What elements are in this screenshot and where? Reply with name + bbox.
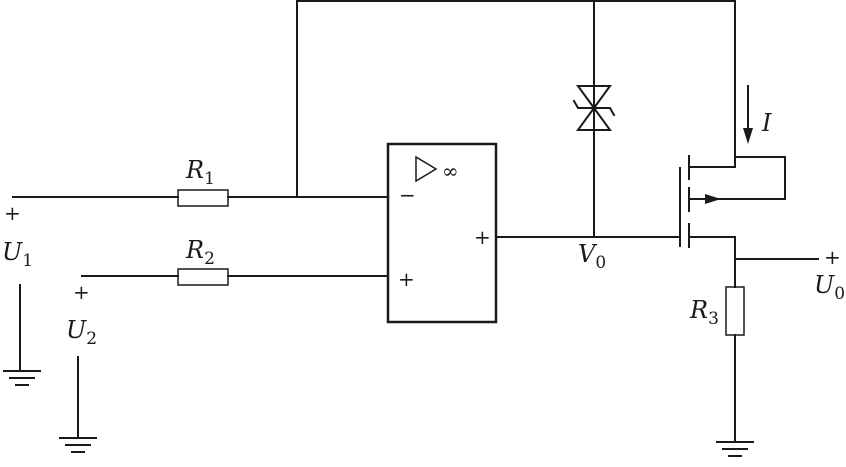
opamp-gain-label: ∞	[442, 159, 459, 183]
resistor-r1	[177, 189, 229, 207]
r2-label: R2	[185, 236, 215, 269]
u1-polarity-label: +	[4, 201, 21, 225]
ground-r3-icon	[716, 441, 754, 457]
opamp-output-label: +	[474, 225, 491, 249]
zener-diode-icon	[572, 0, 616, 238]
current-arrow-icon	[743, 85, 753, 144]
ground-u2-icon	[59, 356, 97, 453]
opamp-triangle-icon	[415, 155, 438, 183]
u0-polarity-label: +	[824, 245, 841, 269]
opamp-noninverting-label: +	[398, 267, 415, 291]
r3-label: R3	[689, 296, 719, 329]
r1-label: R1	[185, 156, 215, 189]
opamp-inverting-label: −	[399, 183, 416, 207]
opamp-block	[386, 142, 498, 324]
current-label: I	[761, 109, 772, 137]
u1-label: U1	[2, 238, 33, 271]
resistor-r3	[725, 286, 745, 336]
mosfet-icon	[679, 155, 786, 248]
v0-label: V0	[578, 240, 606, 273]
resistor-r2	[177, 268, 229, 286]
u0-label: U0	[814, 271, 845, 304]
u2-label: U2	[66, 316, 97, 349]
u2-polarity-label: +	[73, 280, 90, 304]
feedback-wire	[296, 0, 736, 198]
ground-u1-icon	[3, 284, 41, 386]
source-wire	[734, 236, 819, 443]
